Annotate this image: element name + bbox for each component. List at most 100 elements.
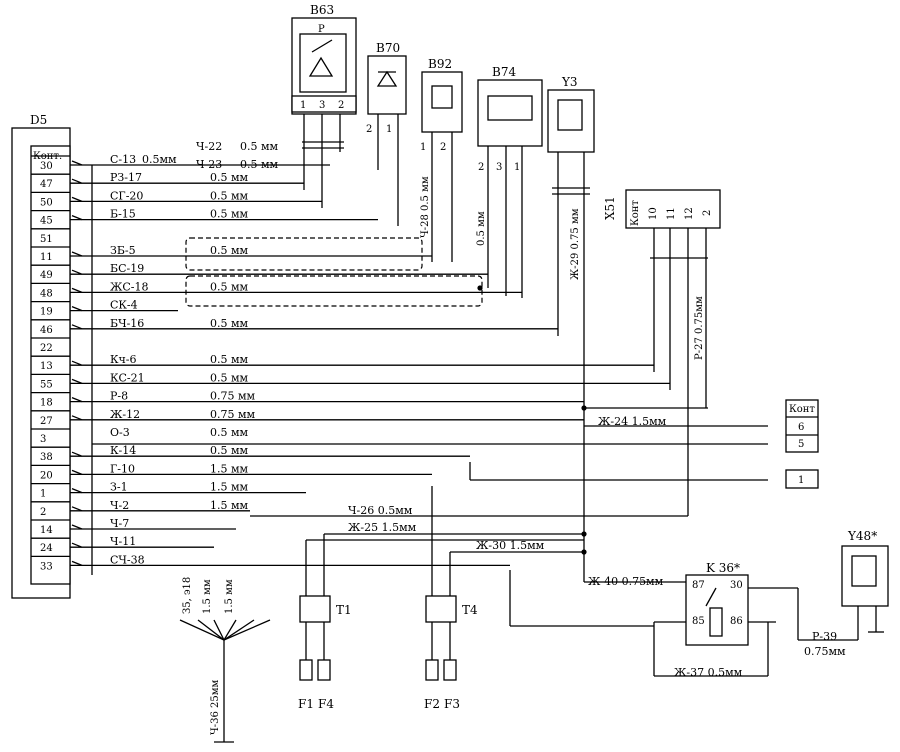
fuse-f1-label: F1 [298, 697, 314, 711]
wire-code-label: Ч-11 [110, 535, 136, 548]
wire-size-label: 0.5 мм [210, 171, 249, 184]
b74-pin-3: 3 [496, 162, 502, 173]
shield-2 [185, 275, 483, 307]
wire-size-label: 0.5 мм [210, 189, 249, 202]
d5-pin-column [30, 145, 71, 585]
wire-size-label: 1.5 мм [210, 481, 249, 494]
wire-arrow [71, 560, 83, 567]
shield-1 [185, 237, 423, 271]
wire-arrow [71, 378, 83, 385]
wire-code-label: Ж-12 [110, 408, 140, 421]
wire-size-label: 0.75 мм [210, 390, 256, 403]
wire-arrow [71, 287, 83, 294]
b70-body [367, 55, 407, 115]
b63-symbol: P [318, 24, 325, 35]
wire-size-label: 0.75 мм [210, 408, 256, 421]
zh30-label: Ж-30 1.5мм [476, 539, 545, 552]
wire-size-label: 0.5 мм [210, 426, 249, 439]
t1-name: T1 [336, 603, 352, 617]
wire-arrow [71, 487, 83, 494]
x51-pin-10: 10 [648, 207, 659, 220]
fuse-f3-label: F3 [444, 697, 460, 711]
d5-pin-label: 46 [40, 325, 53, 336]
wire-size-label: 1.5 мм [210, 499, 249, 512]
wire-code-label: БС-19 [110, 262, 144, 275]
r39-size: 0.75мм [804, 645, 846, 658]
k36-coil-icon [709, 607, 723, 637]
d5-pin-label: 24 [40, 543, 53, 554]
ch22-size: 0.5 мм [240, 140, 279, 153]
d5-pin-label: 14 [40, 525, 53, 536]
b74-element [487, 95, 533, 121]
wire-arrow [71, 324, 83, 330]
k36-pin-85: 85 [692, 616, 705, 627]
b74-size-label: 0.5 мм [476, 211, 487, 246]
wire-code-label: Г-10 [110, 462, 135, 475]
wire-arrow [71, 506, 83, 512]
junction-dots [477, 285, 587, 555]
fuse-f3-icon [443, 659, 457, 681]
wire-size-label: 0.5 мм [210, 317, 249, 330]
x51-pin-2: 2 [702, 210, 713, 216]
wire-size-label: 1.5 мм [210, 462, 249, 475]
right-conn-pin-6: 6 [798, 422, 804, 433]
fuse-f4-icon [317, 659, 331, 681]
b63-element [299, 33, 347, 93]
zh37-label: Ж-37 0.5мм [674, 666, 743, 679]
t4-name: T4 [462, 603, 478, 617]
b63-triangle-icon [308, 56, 334, 77]
t4-body [425, 595, 457, 623]
d5-pin-label: 55 [40, 379, 53, 390]
r27-label: Р-27 0.75мм [694, 296, 705, 360]
k36-pin-86: 86 [730, 616, 743, 627]
ground-fan [179, 619, 271, 743]
wire-arrow [71, 178, 83, 184]
wire-arrow [71, 415, 83, 421]
wire-code-label: С-13 [110, 153, 136, 166]
b63-resistor-icon [311, 39, 333, 53]
b92-pin-2: 2 [440, 142, 446, 153]
wire-code-label: Ч-2 [110, 499, 129, 512]
z5-label: З5, э18 [182, 577, 193, 614]
k36-switch-icon [705, 587, 717, 607]
wire-code-label: СГ-20 [110, 189, 143, 202]
wire-arrow [71, 542, 83, 548]
ch26-label: Ч-26 0.5мм [348, 504, 413, 517]
x51-pin-11: 11 [666, 207, 677, 220]
d5-pin-label: 47 [40, 179, 53, 190]
wire-arrow [71, 451, 83, 457]
d5-pin-label: 22 [40, 343, 53, 354]
d5-pin-label: 51 [40, 234, 53, 245]
wire-size-label: 0.5мм [142, 153, 177, 166]
d5-pin-label: 11 [40, 252, 53, 263]
wire-arrow [71, 160, 83, 166]
k36-name: K 36* [706, 561, 740, 575]
x51-header: Конт [630, 200, 641, 226]
wire-arrow [71, 360, 83, 366]
wire-code-label: О-3 [110, 426, 130, 439]
d5-pin-label: 33 [40, 561, 53, 572]
ch23-size: 0.5 мм [240, 158, 279, 171]
k36-pin-30: 30 [730, 580, 743, 591]
mm15b-label: 1.5 мм [224, 579, 235, 614]
y3-element [557, 99, 583, 131]
b92-pin-1: 1 [420, 142, 426, 153]
fuse-f2-icon [425, 659, 439, 681]
wire-code-label: БЧ-16 [110, 317, 144, 330]
d5-pin-label: 18 [40, 398, 53, 409]
t1-body [299, 595, 331, 623]
wire-size-label: 0.5 мм [210, 444, 249, 457]
wire-arrow [71, 269, 83, 275]
d5-pin-label: 49 [40, 270, 53, 281]
b74-pin-2: 2 [478, 162, 484, 173]
b92-element [431, 85, 453, 109]
d5-pin-label: 13 [40, 361, 53, 372]
wire-size-label: 0.5 мм [210, 280, 249, 293]
zh29-label: Ж-29 0.75 мм [570, 208, 581, 280]
d5-pin-label: 50 [40, 197, 53, 208]
x51-body [625, 189, 721, 229]
right-single-pin: 1 [798, 475, 804, 486]
wire-code-label: З-1 [110, 481, 128, 494]
wire-arrow [71, 305, 83, 312]
d5-pin-label: 1 [40, 489, 46, 500]
